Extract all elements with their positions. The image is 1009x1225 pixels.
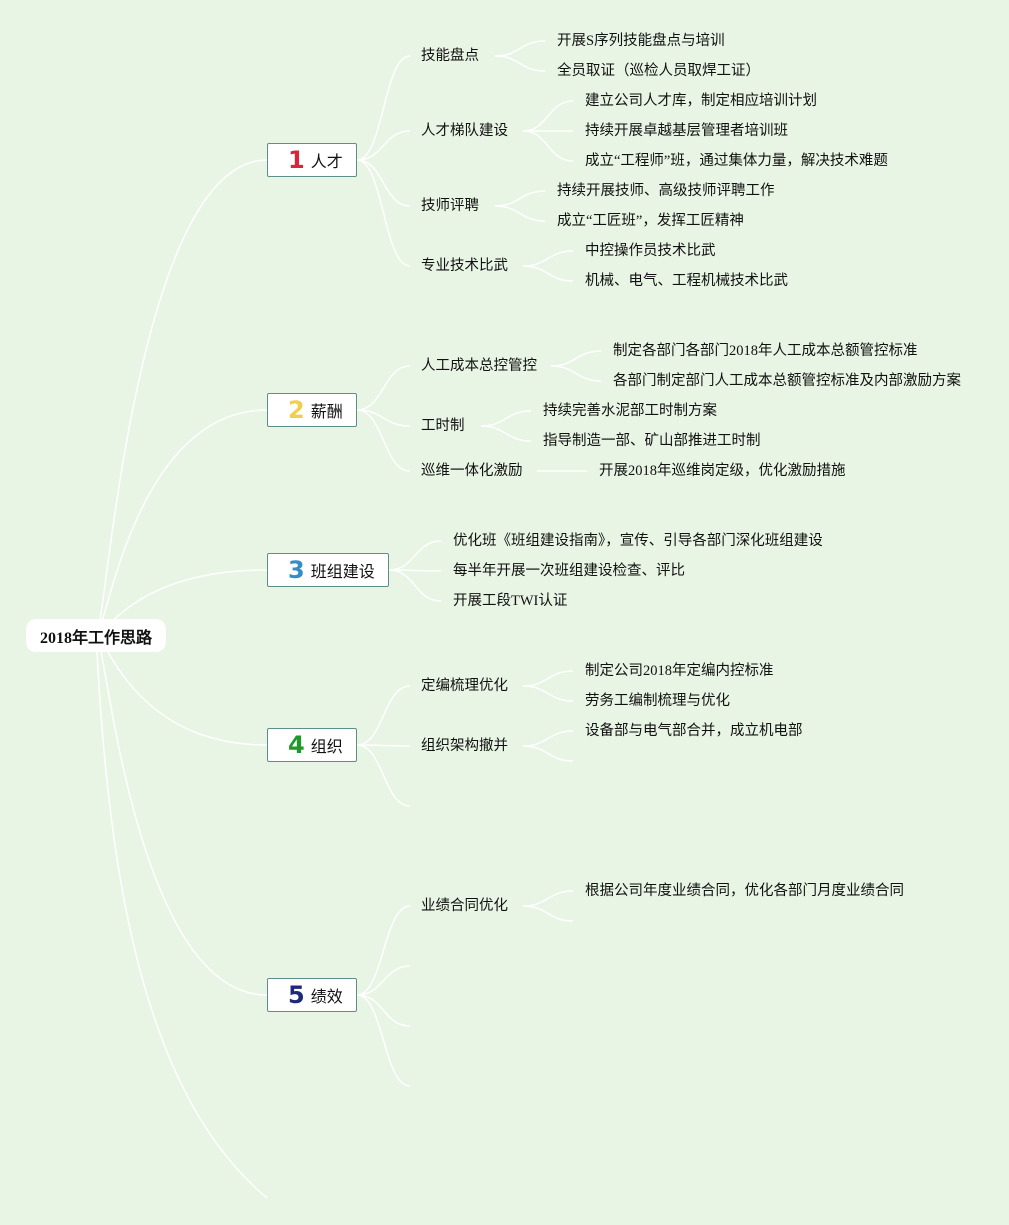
branch-connector-line <box>388 569 442 602</box>
connector-line <box>494 205 546 222</box>
connector-line <box>522 670 574 687</box>
connector-line <box>522 250 574 267</box>
leaf-topic[interactable]: 开展2018年巡维岗定级，优化激励措施 <box>599 463 846 479</box>
subtopic-labor-cost-control[interactable]: 人工成本总控管控 <box>421 358 537 374</box>
root-connector-line <box>96 409 268 636</box>
leaf-topic[interactable]: 指导制造一部、矿山部推进工时制 <box>543 433 761 449</box>
root-topic-label: 2018年工作思路 <box>39 629 152 647</box>
branch-connector-line <box>356 159 411 267</box>
circled-number-3-icon: 3 <box>288 556 305 584</box>
leaf-topic[interactable]: 开展S序列技能盘点与培训 <box>557 33 725 49</box>
leaf-topic[interactable]: 开展工段TWI认证 <box>453 593 568 609</box>
branch-connector-line <box>356 365 411 411</box>
leaf-topic[interactable]: 持续开展技师、高级技师评聘工作 <box>557 183 775 199</box>
subtopic-org-restructure[interactable]: 组织架构撤并 <box>421 738 508 754</box>
leaf-topic[interactable]: 优化班《班组建设指南》，宣传、引导各部门深化班组建设 <box>453 533 823 549</box>
subtopic-performance-contract[interactable]: 业绩合同优化 <box>421 898 508 914</box>
subtopic-skill-inventory[interactable]: 技能盘点 <box>421 48 479 64</box>
connector-line <box>522 130 574 162</box>
leaf-topic[interactable]: 成立“工程师”班，通过集体力量，解决技术难题 <box>585 153 888 169</box>
branch-connector-line <box>356 159 411 207</box>
leaf-topic[interactable]: 建立公司人才库，制定相应培训计划 <box>585 93 817 109</box>
connector-line <box>494 40 546 57</box>
leaf-topic[interactable]: 持续完善水泥部工时制方案 <box>543 403 717 419</box>
leaf-topic[interactable]: 根据公司年度业绩合同，优化各部门月度业绩合同 <box>585 883 904 899</box>
branch-team-building[interactable]: 3 班组建设 <box>267 553 389 587</box>
branch-organization[interactable]: 4 组织 <box>267 728 357 762</box>
connector-line <box>522 890 574 907</box>
connector-line <box>494 55 546 72</box>
leaf-topic[interactable]: 制定公司2018年定编内控标准 <box>585 663 774 679</box>
subtopic-staffing-optimization[interactable]: 定编梳理优化 <box>421 678 508 694</box>
connector-line <box>522 730 574 747</box>
branch-label: 班组建设 <box>310 562 375 581</box>
branch-connector-line <box>356 130 411 161</box>
branch-connector-line <box>356 744 411 807</box>
connector-line <box>522 100 574 132</box>
circled-number-5-icon: 5 <box>288 981 305 1009</box>
branch-connector-line <box>356 55 411 161</box>
root-connector-line <box>96 159 268 636</box>
branch-label: 组织 <box>310 737 343 756</box>
branch-connector-line <box>388 540 442 571</box>
connector-line <box>480 425 532 442</box>
leaf-topic[interactable]: 机械、电气、工程机械技术比武 <box>585 273 788 289</box>
circled-number-1-icon: 1 <box>288 146 305 174</box>
connector-line <box>494 190 546 207</box>
connector-line <box>480 410 532 427</box>
subtopic-technician-evaluation[interactable]: 技师评聘 <box>421 198 479 214</box>
branch-connector-line <box>356 409 411 472</box>
subtopic-working-hours[interactable]: 工时制 <box>421 418 465 434</box>
root-topic[interactable]: 2018年工作思路 <box>26 619 166 652</box>
leaf-topic[interactable]: 制定各部门各部门2018年人工成本总额管控标准 <box>613 343 918 359</box>
leaf-topic[interactable]: 每半年开展一次班组建设检查、评比 <box>453 563 685 579</box>
branch-connector-line <box>356 965 411 996</box>
connector-line <box>522 265 574 282</box>
connector-line <box>522 745 574 762</box>
branch-performance[interactable]: 5 绩效 <box>267 978 357 1012</box>
branch-connector-line <box>356 905 411 996</box>
leaf-topic[interactable]: 劳务工编制梳理与优化 <box>585 693 730 709</box>
subtopic-skill-competition[interactable]: 专业技术比武 <box>421 258 508 274</box>
branch-label: 薪酬 <box>310 402 343 421</box>
branch-talent[interactable]: 1 人才 <box>267 143 357 177</box>
branch-connector-line <box>356 409 411 427</box>
connector-line <box>550 350 602 367</box>
branch-label: 人才 <box>310 152 343 171</box>
root-connector-line <box>96 634 268 996</box>
leaf-topic[interactable]: 各部门制定部门人工成本总额管控标准及内部激励方案 <box>613 373 961 389</box>
branch-connector-line <box>356 994 411 1087</box>
subtopic-talent-pipeline[interactable]: 人才梯队建设 <box>421 123 508 139</box>
connector-line <box>522 685 574 702</box>
leaf-topic[interactable]: 成立“工匠班”，发挥工匠精神 <box>557 213 744 229</box>
connector-line <box>522 905 574 922</box>
branch-connector-line <box>356 744 411 747</box>
branch-salary[interactable]: 2 薪酬 <box>267 393 357 427</box>
circled-number-2-icon: 2 <box>288 396 305 424</box>
branch-connector-line <box>356 685 411 746</box>
subtopic-patrol-maintenance-incentive[interactable]: 巡维一体化激励 <box>421 463 523 479</box>
leaf-topic[interactable]: 全员取证（巡检人员取焊工证） <box>557 63 760 79</box>
branch-connector-line <box>356 994 411 1027</box>
branch-label: 绩效 <box>310 987 343 1006</box>
circled-number-4-icon: 4 <box>288 731 305 759</box>
leaf-topic[interactable]: 持续开展卓越基层管理者培训班 <box>585 123 788 139</box>
leaf-topic[interactable]: 中控操作员技术比武 <box>585 243 716 259</box>
root-connector-line <box>96 651 268 1199</box>
leaf-topic[interactable]: 设备部与电气部合并，成立机电部 <box>585 723 803 739</box>
connector-line <box>550 365 602 382</box>
